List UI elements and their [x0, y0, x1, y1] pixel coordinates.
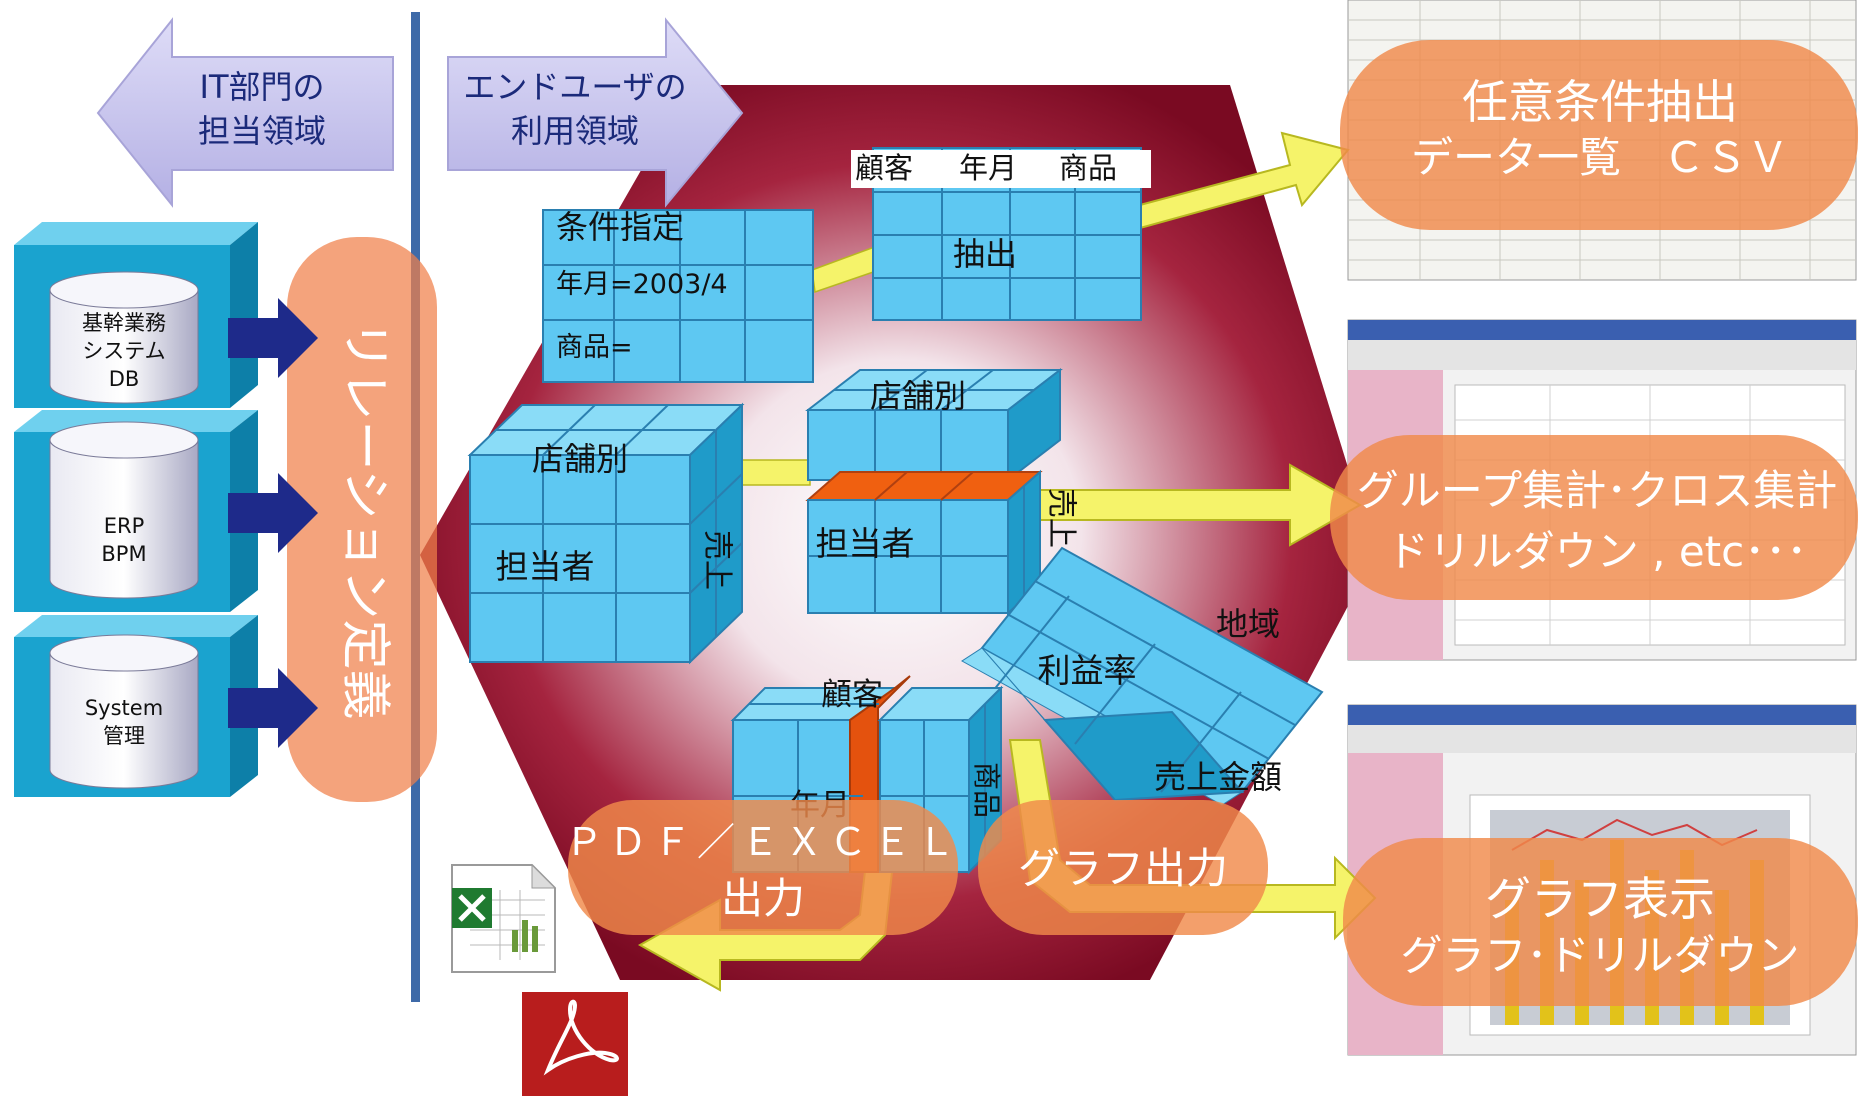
it-department-arrow: IT部門の 担当領域 [96, 17, 394, 208]
end-user-arrow: エンドユーザの 利用領域 [447, 17, 744, 208]
extract-header-product: 商品 [1059, 151, 1117, 185]
end-user-label-1: エンドユーザの [463, 68, 686, 106]
cube-profit-rate-label: 利益率 [1038, 651, 1137, 690]
database-label-core-3: DB [109, 367, 140, 391]
cube-left-store-label: 店舗別 [532, 440, 628, 478]
bubble-aggregate: グループ集計･クロス集計 ドリルダウン , etc･･･ [1330, 435, 1858, 600]
bubble-extract-line-1: 任意条件抽出 [1462, 75, 1738, 129]
bubble-graph-output-label: グラフ出力 [1018, 844, 1228, 893]
extract-header-year-month: 年月 [959, 151, 1017, 185]
database-icon-system: System 管理 [49, 634, 199, 789]
cube-region-profit: 地域 利益率 売上金額 [961, 546, 1324, 806]
connector-store-person [739, 459, 811, 486]
cube-left-person-label: 担当者 [496, 547, 595, 586]
bubble-pdf-excel-line-2: 出力 [721, 874, 805, 923]
bubble-pdf-excel-line-1: ＰＤＦ／ＥＸＣＥＬ [565, 820, 961, 864]
cube-store-person: 店舗別 担当者 売上 [467, 402, 745, 665]
database-label-erp-1: ERP [104, 514, 145, 538]
it-department-label-1: IT部門の [200, 68, 325, 106]
yellow-arrow-aggregate [1039, 463, 1363, 547]
database-label-system-2: 管理 [103, 724, 145, 748]
extract-header-customer: 顧客 [855, 151, 913, 185]
condition-product: 商品= [556, 332, 633, 363]
condition-year-month: 年月=2003/4 [556, 269, 728, 300]
bubble-pdf-excel: ＰＤＦ／ＥＸＣＥＬ 出力 [565, 800, 961, 935]
cube-person-mid: 担当者 売上 [805, 469, 1079, 616]
relation-definition-label: リレーション定義 [337, 321, 395, 720]
database-label-core-2: システム [82, 339, 165, 363]
bubble-extract: 任意条件抽出 データ一覧 ＣＳＶ [1340, 40, 1858, 230]
extract-label: 抽出 [953, 235, 1017, 273]
bubble-graph-display: グラフ表示 グラフ･ドリルダウン [1343, 838, 1858, 1006]
bubble-aggregate-line-2: ドリルダウン , etc･･･ [1387, 527, 1807, 576]
database-label-system-1: System [85, 696, 163, 720]
navy-arrow-1 [228, 298, 318, 378]
yellow-arrow-extract [1139, 131, 1350, 230]
database-label-erp-2: BPM [101, 542, 146, 566]
it-department-label-2: 担当領域 [198, 112, 326, 150]
bubble-graph-display-line-1: グラフ表示 [1485, 872, 1715, 926]
pdf-icon [522, 992, 628, 1096]
end-user-label-2: 利用領域 [511, 112, 639, 150]
condition-title: 条件指定 [556, 208, 684, 246]
database-icon-erp: ERP BPM [49, 421, 199, 599]
condition-table: 条件指定 年月=2003/4 商品= [542, 208, 814, 383]
bubble-graph-output: グラフ出力 [978, 800, 1268, 935]
cube-product-label: 商品 [970, 762, 1003, 818]
bubble-aggregate-line-1: グループ集計･クロス集計 [1357, 466, 1837, 515]
cube-mid-person-label: 担当者 [816, 524, 915, 563]
cube-customer-label: 顧客 [821, 677, 883, 713]
database-icon-core-system: 基幹業務 システム DB [49, 271, 199, 404]
navy-arrow-2 [228, 473, 318, 553]
cube-left-sales-label: 売上 [700, 530, 735, 590]
bubble-graph-display-line-2: グラフ･ドリルダウン [1400, 931, 1799, 980]
cube-sales-amount-label: 売上金額 [1154, 758, 1282, 796]
cube-mid-sales-label: 売上 [1044, 488, 1079, 548]
cube-store-top: 店舗別 [805, 367, 1063, 483]
cube-region-label: 地域 [1216, 605, 1280, 643]
relation-definition-pill [287, 237, 437, 802]
excel-icon [451, 863, 557, 973]
database-label-core-1: 基幹業務 [82, 311, 166, 335]
cube-top-store-label: 店舗別 [870, 377, 966, 415]
extract-table: 顧客 年月 商品 抽出 [851, 147, 1151, 321]
navy-arrow-3 [228, 668, 318, 748]
bubble-extract-line-2: データ一覧 ＣＳＶ [1411, 133, 1789, 182]
